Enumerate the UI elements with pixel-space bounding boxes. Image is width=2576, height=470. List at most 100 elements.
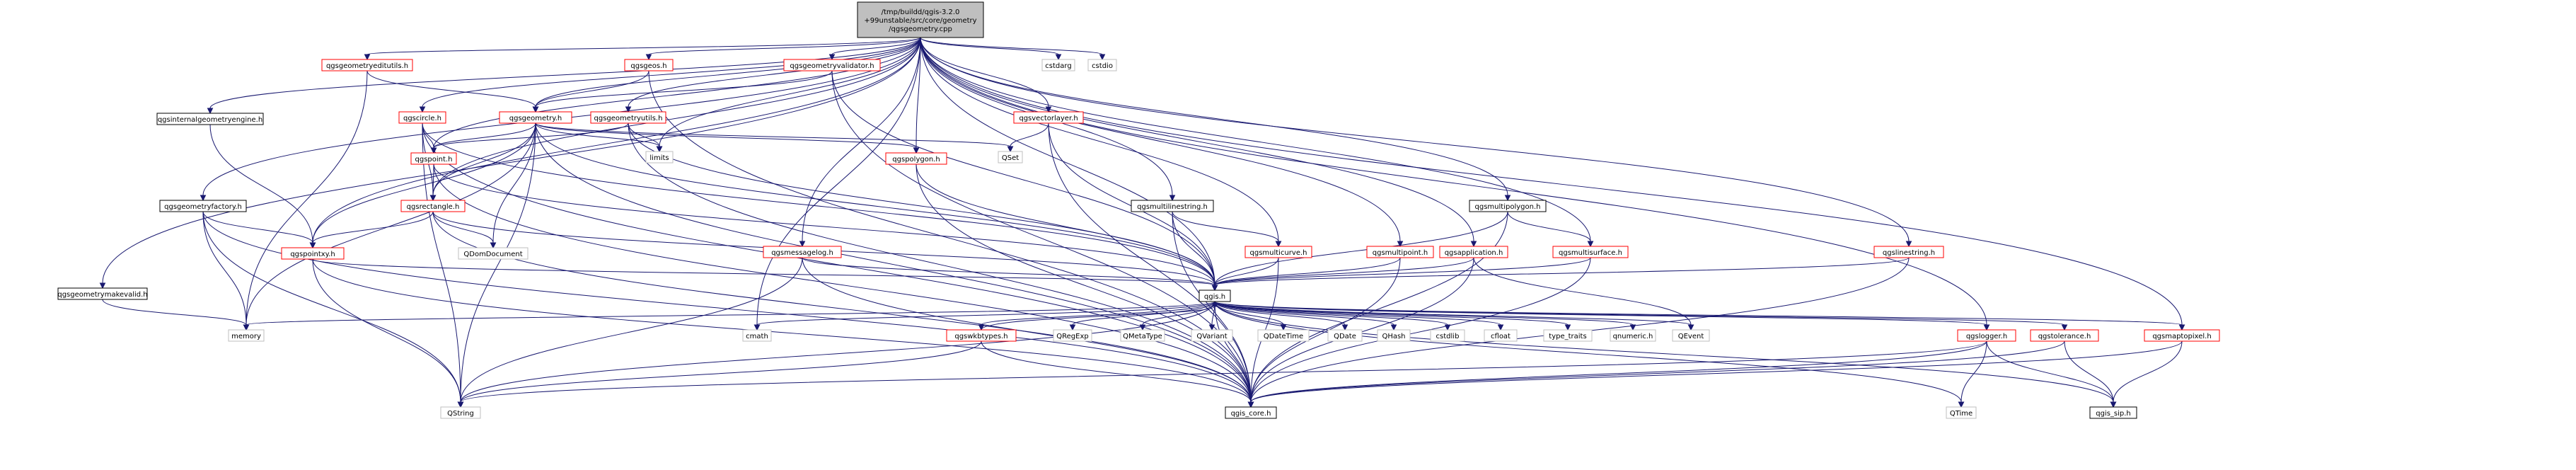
edge-qgis-to-tolerance bbox=[1214, 301, 2068, 331]
node-box bbox=[590, 111, 666, 124]
node-qmetatype[interactable]: QMetaType bbox=[1120, 329, 1165, 342]
edge-line bbox=[433, 164, 1215, 286]
node-polygon[interactable]: qgspolygon.h bbox=[885, 152, 947, 165]
node-circle[interactable]: qgscircle.h bbox=[398, 111, 446, 124]
edge-geometryfactory-to-memory bbox=[202, 211, 250, 331]
node-internalgeometryengine[interactable]: qgsinternalgeometryengine.h bbox=[156, 113, 264, 125]
edge-root-to-multipoint bbox=[920, 37, 1404, 248]
node-qdomdocument[interactable]: QDomDocument bbox=[458, 247, 529, 260]
node-qset[interactable]: QSet bbox=[998, 151, 1023, 164]
node-vectorlayer[interactable]: qgsvectorlayer.h bbox=[1013, 111, 1084, 124]
node-qstring[interactable]: QString bbox=[440, 406, 481, 419]
edge-arrowhead bbox=[243, 324, 250, 331]
edge-geometrymakevalid-to-memory bbox=[102, 299, 250, 331]
node-cmath[interactable]: cmath bbox=[742, 329, 772, 342]
edge-line bbox=[535, 70, 649, 108]
edge-line bbox=[366, 70, 536, 108]
edge-line bbox=[802, 257, 1215, 286]
node-rectangle[interactable]: qgsrectangle.h bbox=[400, 200, 466, 212]
node-sip[interactable]: qgis_sip.h bbox=[2089, 406, 2137, 419]
edge-qgis-to-cfloat bbox=[1214, 301, 1504, 331]
node-geometry[interactable]: qgsgeometry.h bbox=[499, 111, 572, 124]
edge-line bbox=[1214, 301, 1284, 326]
node-geos[interactable]: qgsgeos.h bbox=[624, 59, 674, 71]
edge-arrowhead bbox=[799, 241, 806, 248]
edge-line bbox=[756, 37, 921, 326]
node-label: type_traits bbox=[1549, 333, 1586, 340]
node-geometryutils[interactable]: qgsgeometryutils.h bbox=[590, 111, 666, 124]
node-limits[interactable]: limits bbox=[645, 151, 674, 164]
node-logger[interactable]: qgslogger.h bbox=[1957, 329, 2016, 342]
node-qhash[interactable]: QHash bbox=[1377, 329, 1411, 342]
edge-arrowhead bbox=[1958, 401, 1965, 408]
node-multilinestring[interactable]: qgsmultilinestring.h bbox=[1131, 200, 1214, 212]
node-label: QDateTime bbox=[1264, 333, 1303, 340]
edge-line bbox=[1507, 211, 1591, 242]
node-label: qgspolygon.h bbox=[892, 156, 940, 164]
node-pointxy[interactable]: qgspointxy.h bbox=[281, 247, 345, 260]
node-point[interactable]: qgspoint.h bbox=[410, 152, 457, 165]
node-box bbox=[1543, 329, 1593, 342]
node-qdate[interactable]: QDate bbox=[1327, 329, 1363, 342]
node-root[interactable]: /tmp/buildd/qgis-3.2.0+99unstable/src/co… bbox=[857, 1, 984, 38]
node-geometryeditutils[interactable]: qgsgeometryeditutils.h bbox=[321, 59, 413, 71]
node-qregexp[interactable]: QRegExp bbox=[1053, 329, 1092, 342]
edge-line bbox=[460, 301, 1215, 403]
edge-geometryfactory-to-pointxy bbox=[202, 211, 316, 249]
edge-arrowhead bbox=[2110, 401, 2117, 408]
node-tolerance[interactable]: qgstolerance.h bbox=[2030, 329, 2099, 342]
edge-arrowhead bbox=[1275, 241, 1282, 248]
node-qvariant[interactable]: QVariant bbox=[1191, 329, 1233, 342]
edge-line bbox=[916, 164, 1252, 403]
node-memory[interactable]: memory bbox=[228, 329, 265, 342]
edge-line bbox=[920, 37, 1591, 242]
node-box bbox=[998, 151, 1023, 164]
edge-line bbox=[1214, 301, 1448, 326]
node-cstdlib[interactable]: cstdlib bbox=[1430, 329, 1465, 342]
node-label: /qgsgeometry.cpp bbox=[889, 25, 952, 33]
node-messagelog[interactable]: qgsmessagelog.h bbox=[763, 246, 842, 258]
node-multisurface[interactable]: qgsmultisurface.h bbox=[1552, 246, 1629, 258]
node-cstdio[interactable]: cstdio bbox=[1087, 59, 1117, 71]
node-label: cmath bbox=[746, 333, 768, 340]
edge-maptopixel-to-core bbox=[1247, 340, 2183, 408]
node-qevent[interactable]: QEvent bbox=[1672, 329, 1710, 342]
edge-qgis-to-qregexp bbox=[1069, 301, 1215, 331]
node-maptopixel[interactable]: qgsmaptopixel.h bbox=[2144, 329, 2220, 342]
node-type-traits[interactable]: type_traits bbox=[1543, 329, 1593, 342]
node-linestring[interactable]: qgslinestring.h bbox=[1873, 246, 1944, 258]
node-core[interactable]: qgis_core.h bbox=[1225, 406, 1277, 419]
node-label: qgsrectangle.h bbox=[407, 203, 460, 211]
node-label: QHash bbox=[1382, 333, 1405, 340]
edge-arrowhead bbox=[99, 282, 106, 290]
node-qdatetime[interactable]: QDateTime bbox=[1257, 329, 1310, 342]
edge-wkbtypes-to-qstring bbox=[457, 340, 982, 408]
node-geometrymakevalid[interactable]: qgsgeometrymakevalid.h bbox=[57, 287, 148, 300]
edge-line bbox=[492, 122, 536, 243]
node-label: qgsmaptopixel.h bbox=[2152, 333, 2211, 340]
node-multipolygon[interactable]: qgsmultipolygon.h bbox=[1469, 200, 1547, 212]
edge-arrowhead bbox=[207, 108, 214, 115]
node-label: qnumeric.h bbox=[1613, 333, 1653, 340]
node-cstdarg[interactable]: cstdarg bbox=[1041, 59, 1075, 71]
edge-root-to-geometryvalidator bbox=[828, 37, 921, 61]
node-box bbox=[1053, 329, 1092, 342]
node-box bbox=[57, 287, 148, 300]
node-label: QSet bbox=[1002, 154, 1019, 162]
node-geometryfactory[interactable]: qgsgeometryfactory.h bbox=[159, 200, 247, 212]
node-wkbtypes[interactable]: qgswkbtypes.h bbox=[946, 329, 1017, 342]
edge-line bbox=[1214, 301, 2114, 403]
edge-internalgeometryengine-to-pointxy bbox=[209, 124, 316, 249]
node-multipoint[interactable]: qgsmultipoint.h bbox=[1366, 246, 1434, 258]
node-cfloat[interactable]: cfloat bbox=[1484, 329, 1518, 342]
node-qgis[interactable]: qgis.h bbox=[1199, 290, 1231, 302]
edge-messagelog-to-core bbox=[802, 257, 1254, 408]
node-multicurve[interactable]: qgsmulticurve.h bbox=[1244, 246, 1312, 258]
node-qnumeric[interactable]: qnumeric.h bbox=[1610, 329, 1656, 342]
node-qtime[interactable]: QTime bbox=[1946, 406, 1977, 419]
edge-line bbox=[1250, 211, 1508, 403]
node-geometryvalidator[interactable]: qgsgeometryvalidator.h bbox=[783, 59, 881, 71]
node-application[interactable]: qgsapplication.h bbox=[1439, 246, 1508, 258]
node-box bbox=[2089, 406, 2137, 419]
node-box bbox=[400, 200, 466, 212]
